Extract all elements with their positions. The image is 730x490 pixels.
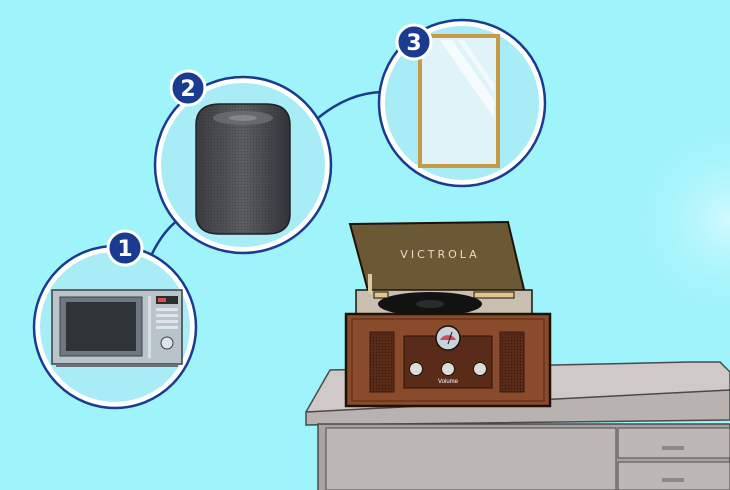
- badge-2-number: 2: [180, 77, 195, 102]
- background-glow: [620, 110, 730, 330]
- badge-3-number: 3: [406, 31, 421, 56]
- microwave-icon: [51, 289, 183, 367]
- knob-right: [473, 362, 487, 376]
- callout-smart-speaker: 2: [153, 69, 333, 255]
- badge-1-number: 1: [117, 237, 132, 262]
- mirror-icon: [418, 34, 500, 168]
- badge-3: [395, 23, 433, 61]
- record-player: VICTROLA Volume: [344, 220, 552, 408]
- badge-1: [106, 229, 144, 267]
- callout-microwave: 1: [32, 229, 198, 410]
- volume-label: Volume: [438, 379, 459, 385]
- knob-left: [409, 362, 423, 376]
- right-speaker-grille: [499, 331, 525, 393]
- callout-mirror: 3: [377, 18, 547, 188]
- badge-2: [169, 69, 207, 107]
- brand-label: VICTROLA: [400, 248, 479, 261]
- smart-speaker-icon: [195, 103, 291, 235]
- left-speaker-grille: [369, 331, 395, 393]
- volume-knob: [441, 362, 455, 376]
